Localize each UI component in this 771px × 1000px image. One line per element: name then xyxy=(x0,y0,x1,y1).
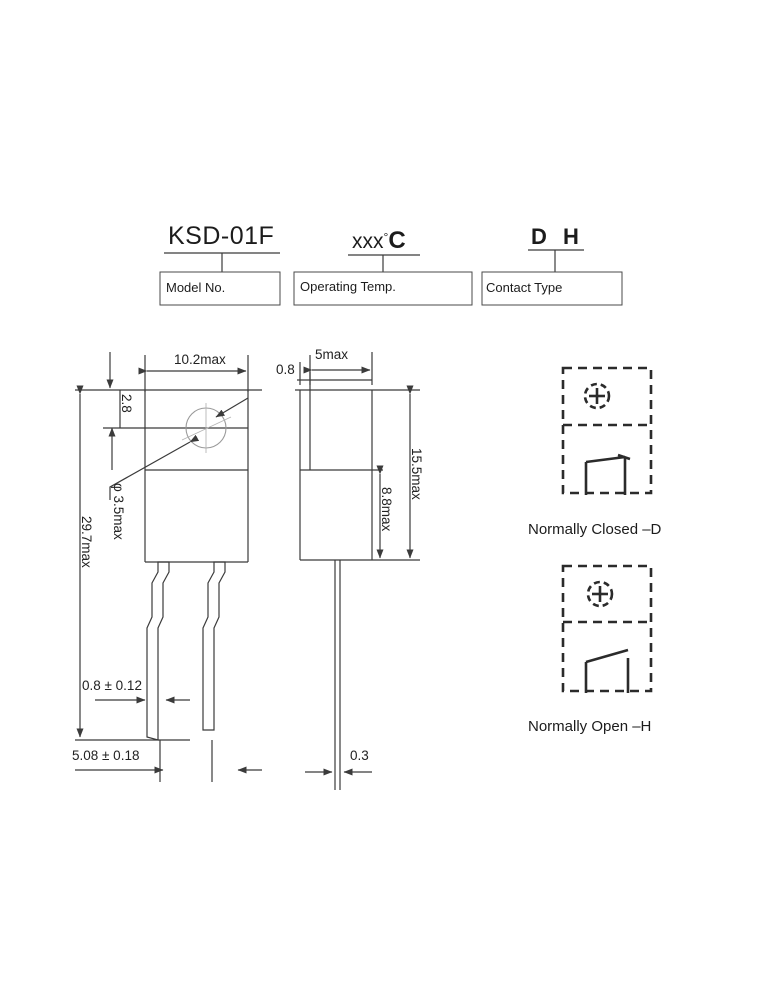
legend-box-label-contact-type: Contact Type xyxy=(486,280,563,295)
operating-temp-value: xxx xyxy=(352,230,384,253)
front-lead-left xyxy=(146,561,170,741)
dim-front-width-max: 10.2max xyxy=(174,352,226,367)
header-leaders xyxy=(164,249,584,272)
dim-side-flange-thickness: 0.8 xyxy=(276,362,295,377)
legend-box-label-model: Model No. xyxy=(166,280,226,295)
contact-type-title: D H xyxy=(531,224,584,249)
dim-front-lead-width: 0.8 ± 0.12 xyxy=(82,678,142,693)
legend-box-label-operating-temp: Operating Temp. xyxy=(300,279,396,294)
header-boxes xyxy=(159,271,623,306)
degree-symbol: ° xyxy=(383,230,389,244)
operating-temp-title: xxx°C xyxy=(352,227,406,255)
symbol-normally-closed xyxy=(561,366,653,495)
symbol-no-contact xyxy=(584,648,630,693)
dim-side-lead-thickness: 0.3 xyxy=(350,748,369,763)
symbol-normally-open xyxy=(561,564,653,693)
symbol-nc-screw xyxy=(583,382,611,410)
side-view-dimensions xyxy=(299,352,414,776)
celsius-unit: C xyxy=(388,227,406,254)
caption-normally-open: Normally Open –H xyxy=(528,718,652,735)
dim-front-total-height: 29.7max xyxy=(79,516,94,568)
dim-front-hole-diameter: φ 3.5max xyxy=(111,483,126,540)
symbol-nc-contact xyxy=(584,453,631,495)
front-lead-right xyxy=(202,561,226,731)
dim-front-flange-height: 2.8 xyxy=(119,394,134,413)
front-view-dimensions xyxy=(75,352,262,782)
side-view-geometry xyxy=(295,372,420,790)
front-view-geometry xyxy=(75,389,262,741)
dim-side-body-width-max: 5max xyxy=(315,347,349,362)
model-number-title: KSD-01F xyxy=(168,222,275,250)
dim-side-body-height: 8.8max xyxy=(379,487,394,532)
caption-normally-closed: Normally Closed –D xyxy=(528,521,662,538)
dim-front-lead-pitch: 5.08 ± 0.18 xyxy=(72,748,140,763)
symbol-no-screw xyxy=(586,580,614,608)
dim-side-total-height: 15.5max xyxy=(409,448,424,500)
